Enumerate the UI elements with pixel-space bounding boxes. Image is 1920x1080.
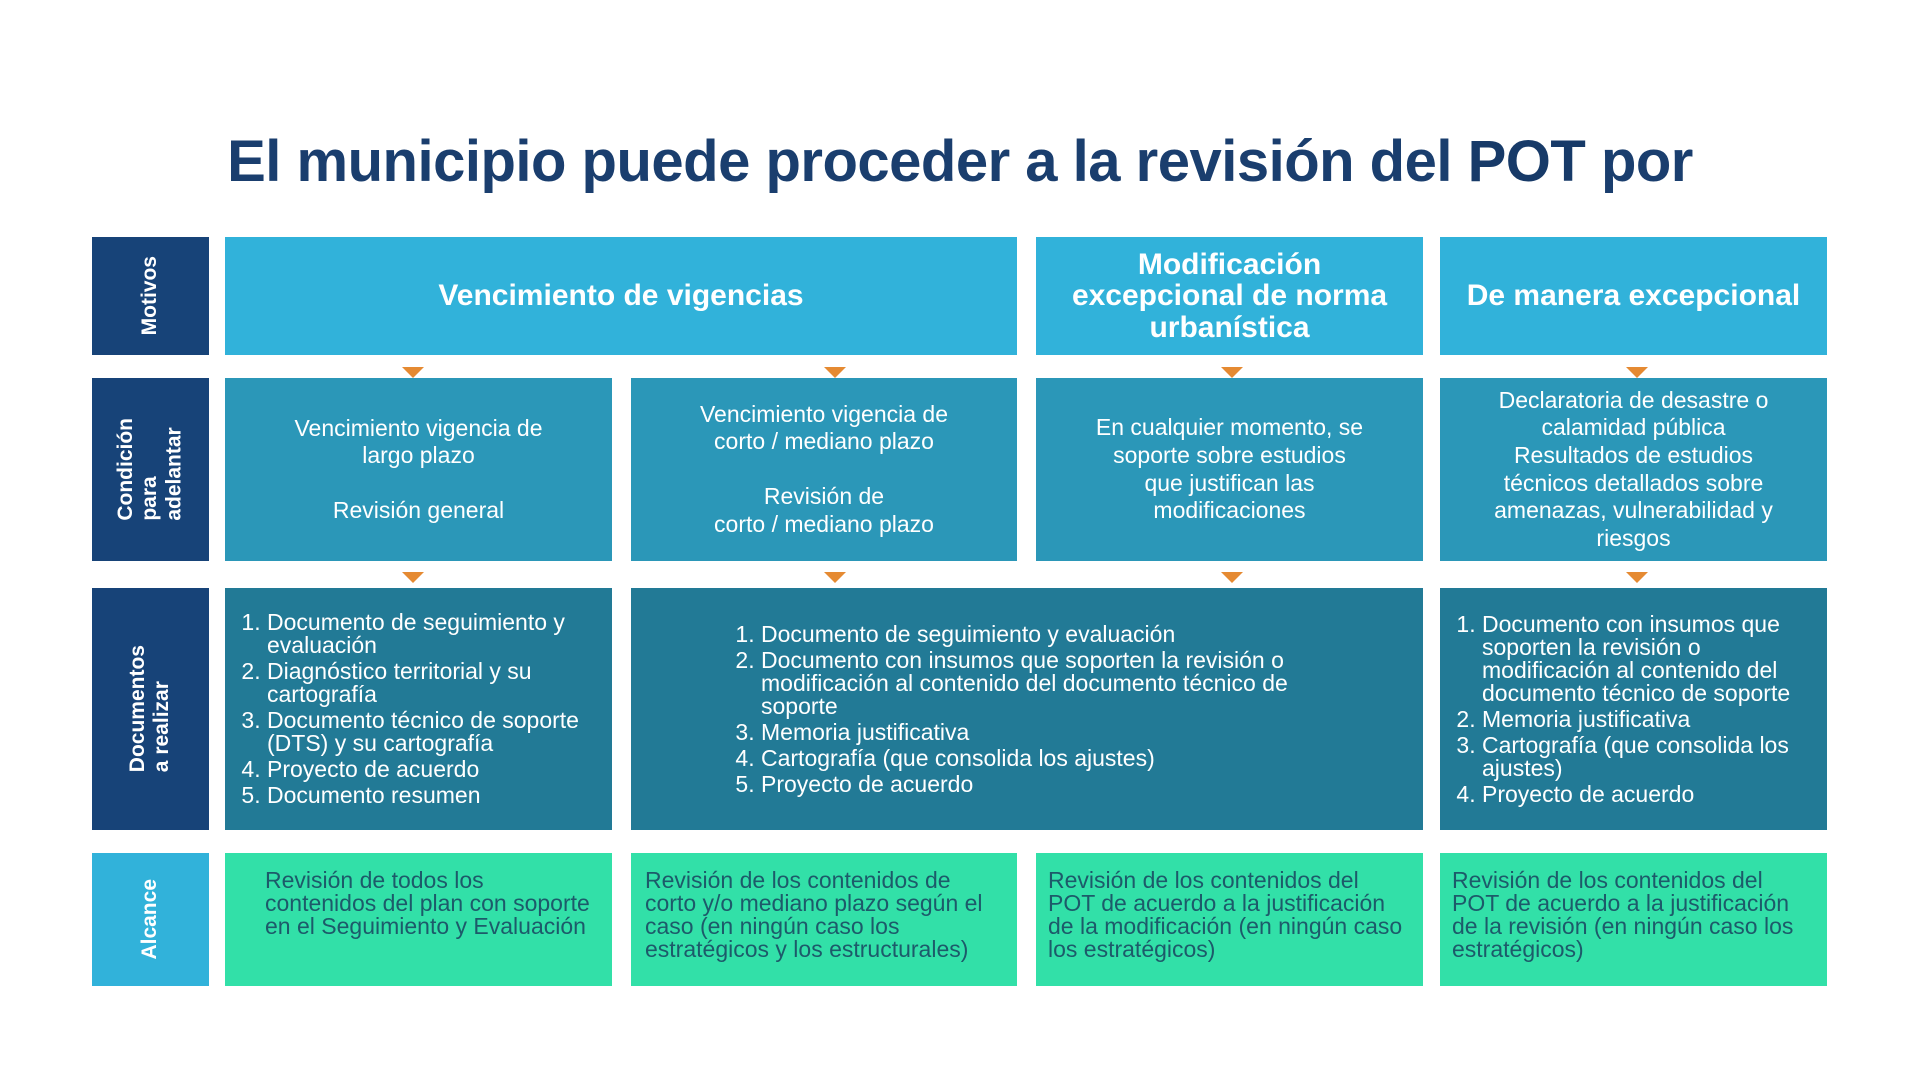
documentos-col1: Documento de seguimiento y evaluaciónDia… (225, 588, 612, 830)
condicion-line: riesgos (1596, 524, 1671, 551)
alcance-col2: Revisión de los contenidos de corto y/o … (631, 853, 1017, 986)
motivo-vencimiento: Vencimiento de vigencias (225, 237, 1017, 355)
motivo-excepcional: De manera excepcional (1440, 237, 1827, 355)
arrow-down-icon (402, 367, 424, 378)
documento-item: Documento resumen (267, 784, 600, 807)
condicion-line: que justifican las (1144, 469, 1315, 496)
documento-item: Documento con insumos que soporten la re… (1482, 612, 1815, 705)
label-line: Motivos (138, 256, 162, 336)
arrow-down-icon (1221, 367, 1243, 378)
label-line: para (138, 476, 162, 521)
documento-item: Documento de seguimiento y evaluación (761, 622, 1363, 646)
label-alcance: Alcance (92, 853, 209, 986)
documentos-col2: Documento de seguimiento y evaluaciónDoc… (631, 588, 1423, 830)
condicion-line: Vencimiento vigencia de (699, 400, 949, 427)
label-line: Condición (114, 418, 138, 521)
label-motivos: Motivos (92, 237, 209, 355)
label-line: a realizar (150, 681, 174, 773)
label-line: adelantar (162, 427, 186, 521)
condicion-line: Vencimiento vigencia de (294, 414, 543, 441)
arrow-down-icon (824, 572, 846, 583)
documento-item: Documento de seguimiento y evaluación (267, 611, 600, 657)
arrow-down-icon (1626, 367, 1648, 378)
condicion-line: corto / mediano plazo (714, 510, 934, 537)
documento-item: Memoria justificativa (761, 720, 1363, 744)
arrow-down-icon (824, 367, 846, 378)
condicion-line: técnicos detallados sobre (1503, 469, 1764, 496)
documento-item: Proyecto de acuerdo (761, 772, 1363, 796)
documento-item: Proyecto de acuerdo (267, 758, 600, 781)
arrow-down-icon (1626, 572, 1648, 583)
condicion-line: Resultados de estudios (1513, 441, 1754, 468)
condicion-line: modificaciones (1153, 497, 1306, 524)
condicion-line: amenazas, vulnerabilidad y (1494, 497, 1773, 524)
documento-item: Documento técnico de soporte (DTS) y su … (267, 709, 600, 755)
documento-item: Documento con insumos que soporten la re… (761, 648, 1363, 718)
page-title: El municipio puede proceder a la revisió… (227, 129, 1693, 194)
condicion-line: Revisión general (332, 496, 505, 523)
alcance-col1: Revisión de todos los contenidos del pla… (225, 853, 612, 986)
documento-item: Cartografía (que consolida los ajustes) (761, 746, 1363, 770)
alcance-col4: Revisión de los contenidos del POT de ac… (1440, 853, 1827, 986)
documento-item: Memoria justificativa (1482, 707, 1815, 731)
arrow-down-icon (1221, 572, 1243, 583)
condicion-line: Revisión de (763, 483, 885, 509)
condicion-line: largo plazo (362, 442, 475, 469)
motivo-modificacion: Modificación excepcional de norma urbaní… (1036, 237, 1423, 355)
label-line: Documentos (126, 645, 150, 773)
label-line: Alcance (138, 879, 162, 960)
condicion-line: Declaratoria de desastre o (1498, 386, 1769, 413)
arrow-down-icon (402, 572, 424, 583)
alcance-col3: Revisión de los contenidos del POT de ac… (1036, 853, 1423, 986)
condicion-line: corto / mediano plazo (714, 428, 934, 455)
documentos-col4: Documento con insumos que soporten la re… (1440, 588, 1827, 830)
documento-item: Diagnóstico territorial y su cartografía (267, 660, 600, 706)
condicion-line: calamidad pública (1541, 414, 1726, 441)
documento-item: Cartografía (que consolida los ajustes) (1482, 733, 1815, 780)
condicion-line: soporte sobre estudios (1113, 441, 1346, 468)
condicion-line: En cualquier momento, se (1095, 414, 1364, 441)
documento-item: Proyecto de acuerdo (1482, 782, 1815, 806)
